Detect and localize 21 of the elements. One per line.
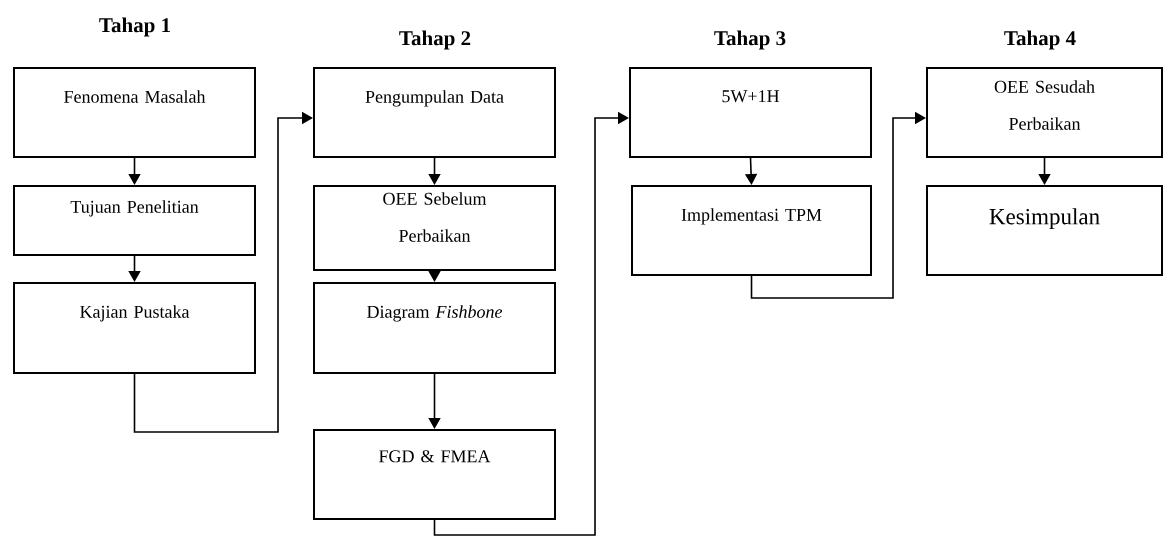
- process-box: OEE Sebelum Perbaikan: [313, 185, 556, 271]
- arrow: [428, 373, 441, 429]
- arrow: [433, 111, 629, 536]
- arrow: [128, 157, 141, 185]
- arrow: [128, 255, 141, 282]
- process-box: Diagram Fishbone: [313, 282, 556, 374]
- process-box: Kajian Pustaka: [13, 282, 256, 374]
- process-box: 5W+1H: [629, 67, 872, 158]
- process-box: Implementasi TPM: [631, 185, 872, 276]
- arrow: [750, 111, 926, 299]
- process-box: Pengumpulan Data: [313, 67, 556, 158]
- process-box: OEE Sesudah Perbaikan: [926, 67, 1163, 158]
- arrow: [133, 111, 313, 433]
- arrow: [428, 157, 441, 185]
- stage-heading: Tahap 1: [99, 17, 170, 37]
- process-box: Fenomena Masalah: [13, 67, 256, 158]
- arrow: [1038, 157, 1051, 185]
- process-box: Kesimpulan: [926, 185, 1163, 276]
- process-box: FGD & FMEA: [313, 429, 556, 520]
- process-box: Tujuan Penelitian: [13, 185, 256, 256]
- arrow: [428, 270, 441, 282]
